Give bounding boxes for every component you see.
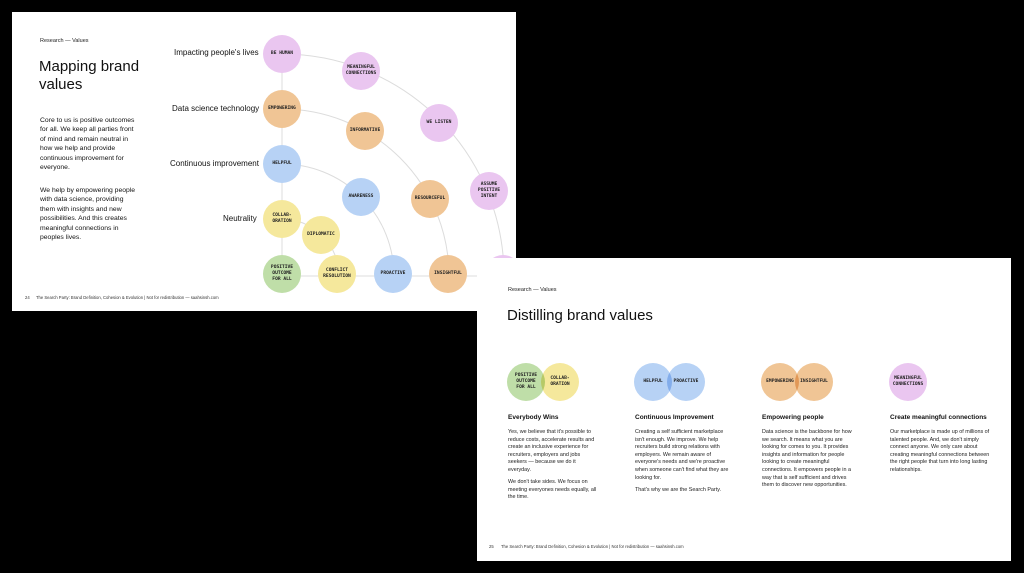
bubble-assume-positive-intent: ASSUME POSITIVE INTENT xyxy=(470,172,508,210)
bubble-meaningful-connections: MEANINGFUL CONNECTIONS xyxy=(889,363,927,401)
value-paragraph-2: That's why we are the Search Party. xyxy=(635,487,722,493)
bubble-insightful: INSIGHTFUL xyxy=(795,363,833,401)
row-label-continuous-improvement: Continuous improvement xyxy=(170,159,259,168)
page-number: 24 xyxy=(25,295,30,300)
value-title: Everybody Wins xyxy=(508,414,559,421)
bubble-helpful: HELPFUL xyxy=(263,145,301,183)
bubble-conflict-resolution: CONFLICT RESOLUTION xyxy=(318,255,356,293)
bubble-informative: INFORMATIVE xyxy=(346,112,384,150)
bubble-we-listen: WE LISTEN xyxy=(420,104,458,142)
value-title: Continuous Improvement xyxy=(635,414,714,421)
intro-paragraph-2: We help by empowering people with data s… xyxy=(40,187,136,242)
bubble-collaboration: COLLAB- ORATION xyxy=(541,363,579,401)
value-paragraph-1: Creating a self sufficient marketplace i… xyxy=(635,429,729,481)
row-label-neutrality: Neutrality xyxy=(223,214,257,223)
page-title: Distilling brand values xyxy=(507,307,653,324)
value-paragraph-1: Yes, we believe that it's possible to re… xyxy=(508,429,595,473)
bubble-empowering: EMPOWERING xyxy=(761,363,799,401)
slide-mapping-brand-values: Research — Values Mapping brand values C… xyxy=(12,12,516,311)
page-number: 25 xyxy=(489,544,494,549)
value-paragraph-2: We don't take sides. We focus on meeting… xyxy=(508,479,597,501)
bubble-helpful: HELPFUL xyxy=(634,363,672,401)
breadcrumb: Research — Values xyxy=(40,38,89,44)
footer-text: The Search Party: Brand Definition, Cohe… xyxy=(501,544,684,549)
page-title: Mapping brand values xyxy=(39,58,140,93)
bubble-positive-outcome: POSITIVE OUTCOME FOR ALL xyxy=(263,255,301,293)
value-paragraph-1: Data science is the backbone for how we … xyxy=(762,429,852,489)
bubble-positive-outcome: POSITIVE OUTCOME FOR ALL xyxy=(507,363,545,401)
bubble-insightful: INSIGHTFUL xyxy=(429,255,467,293)
bubble-empowering: EMPOWERING xyxy=(263,90,301,128)
bubble-awareness: AWARENESS xyxy=(342,178,380,216)
bubble-meaningful-connections: MEANINGFUL CONNECTIONS xyxy=(342,52,380,90)
bubble-be-human: BE HUMAN xyxy=(263,35,301,73)
intro-paragraph-1: Core to us is positive outcomes for all.… xyxy=(40,117,135,172)
value-paragraph-1: Our marketplace is made up of millions o… xyxy=(890,429,990,473)
row-label-data-science: Data science technology xyxy=(172,104,260,113)
breadcrumb: Research — Values xyxy=(508,287,557,293)
bubble-proactive: PROACTIVE xyxy=(374,255,412,293)
bubble-diplomatic: DIPLOMATIC xyxy=(302,216,340,254)
bubble-proactive: PROACTIVE xyxy=(667,363,705,401)
row-label-impacting-lives: Impacting people's lives xyxy=(174,48,259,57)
value-title: Empowering people xyxy=(762,414,824,421)
value-title: Create meaningful connections xyxy=(890,414,987,421)
bubble-collaboration: COLLAB- ORATION xyxy=(263,200,301,238)
bubble-resourceful: RESOURCEFUL xyxy=(411,180,449,218)
footer-text: The Search Party: Brand Definition, Cohe… xyxy=(36,295,219,300)
slide-distilling-brand-values: Research — Values Distilling brand value… xyxy=(477,258,1011,561)
